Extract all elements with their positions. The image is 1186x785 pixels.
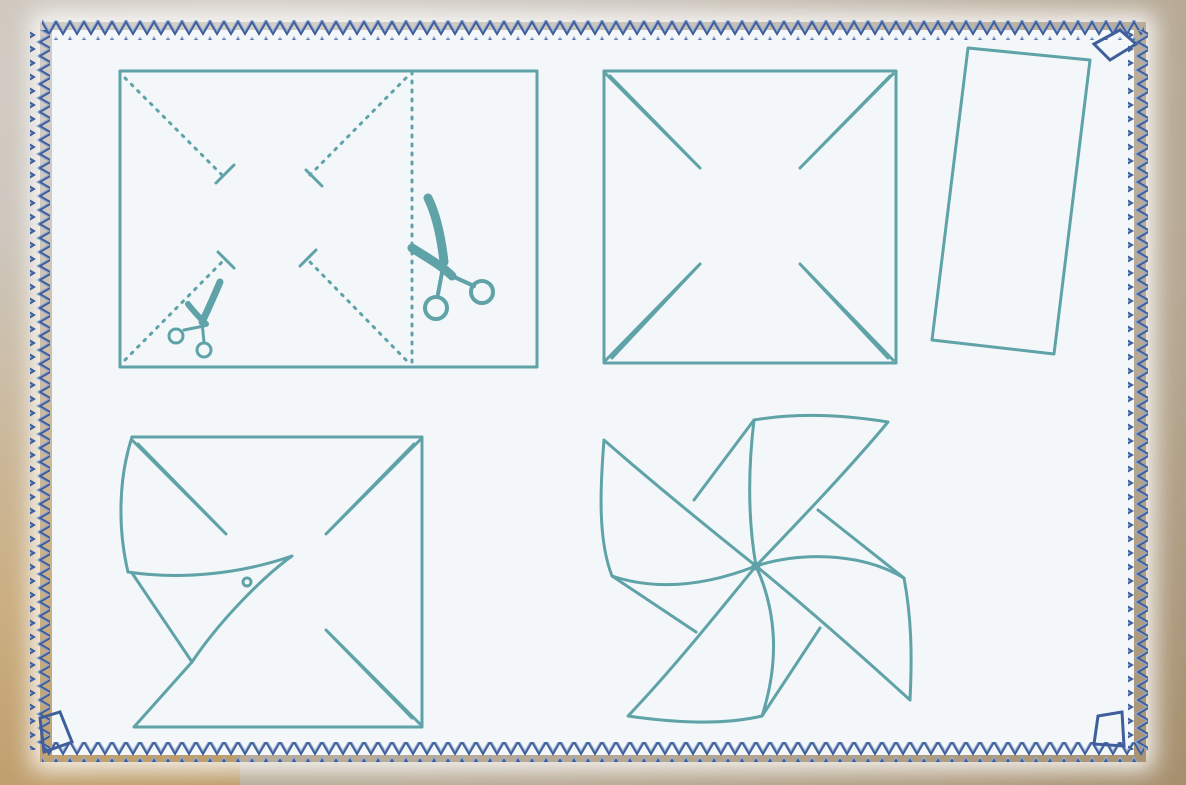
folded-flap-edge [121, 437, 132, 572]
blade-edge [694, 420, 754, 500]
pin-hole [243, 578, 251, 586]
tick-mark [306, 170, 322, 186]
frame-bottom-edge [42, 742, 1144, 762]
frame-corner-bottom-right [1094, 712, 1124, 746]
corner-cut-bottom-left [606, 264, 700, 360]
pinwheel-blade-top [750, 416, 888, 566]
corner-cut-bottom-right [326, 630, 420, 724]
pinwheel-blade-right [756, 557, 911, 700]
corner-cut-top-right [800, 74, 893, 168]
step-5-finished-pinwheel [601, 416, 911, 723]
zigzag-frame [30, 20, 1148, 762]
frame-left-edge [30, 30, 50, 750]
blade-edge [818, 510, 904, 578]
strip-outline [932, 48, 1090, 354]
corner-cut-top-right [326, 440, 420, 534]
step-3-paper-strip [932, 48, 1090, 354]
tick-mark [216, 165, 234, 183]
scissors-icon [412, 198, 493, 319]
dotted-cut-lines [125, 72, 412, 366]
step-4-folded-corner [121, 437, 422, 727]
corner-cut-top-left [606, 74, 700, 168]
tick-mark [218, 252, 234, 268]
folded-flap-curve [128, 556, 292, 662]
step-1-marked-rectangle [120, 71, 537, 367]
diagonal-dotted-top-right [310, 78, 406, 175]
scissors-icon [169, 282, 220, 357]
step-2-cut-square [604, 71, 896, 363]
corner-cut-top-left [132, 440, 226, 534]
pinwheel-blade-bottom [628, 566, 773, 722]
frame-right-edge [1128, 30, 1148, 750]
diagonal-dotted-bottom-right [310, 262, 406, 360]
corner-cut-bottom-right [800, 264, 893, 360]
tick-mark [300, 250, 316, 266]
diagonal-dotted-top-left [125, 78, 222, 175]
frame-top-edge [42, 20, 1144, 40]
pinwheel-blade-left [601, 440, 756, 585]
rectangle-outline [120, 71, 537, 367]
